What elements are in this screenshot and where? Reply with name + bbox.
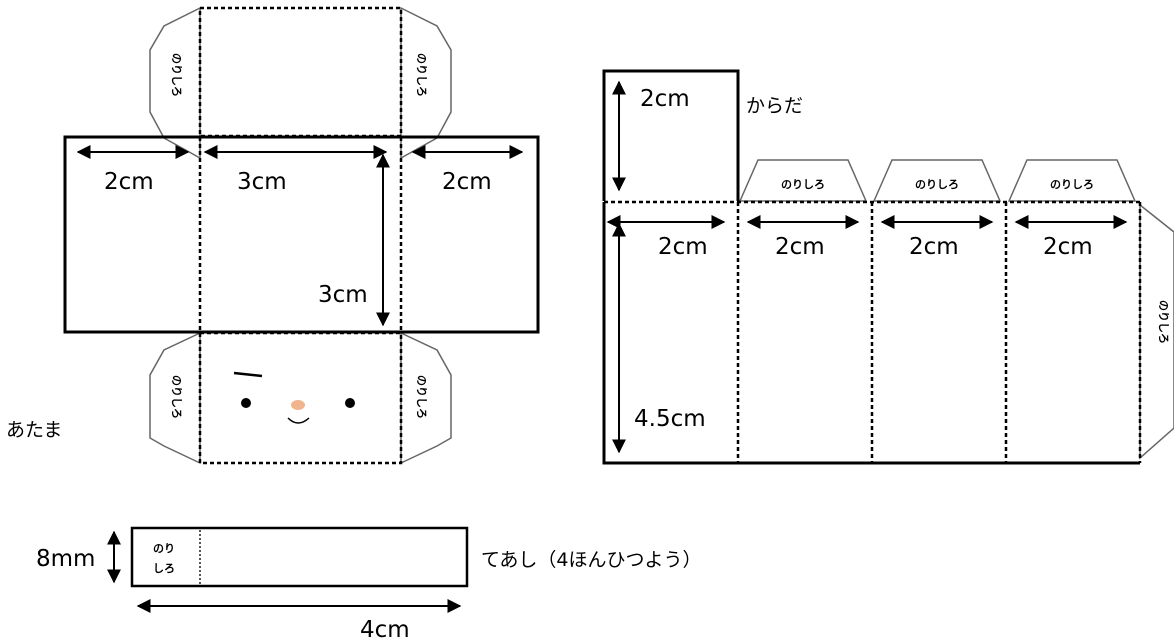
body-net: のりしろ のりしろ のりしろ のりしろ 2cm 2cm 2cm 2cm 2cm …	[602, 69, 1174, 465]
head-face-panel	[198, 331, 403, 465]
head-net: のりしろ のりしろ のりしろ のりしろ 2cm 3cm 2cm 3cm あたま	[6, 6, 540, 465]
body-main-outline	[602, 202, 1140, 465]
limb-label: てあし（4ほんひつよう）	[481, 549, 702, 571]
head-right-width-label: 2cm	[442, 169, 492, 195]
left-eye	[241, 398, 251, 408]
limb-glue-label-line1: のり	[153, 542, 175, 555]
head-glue-label-br: のりしろ	[415, 375, 428, 419]
head-main-band	[63, 135, 540, 334]
body-panel4-width-label: 2cm	[1043, 234, 1093, 260]
body-panel1-width-label: 2cm	[658, 234, 708, 260]
limb-height-label: 8mm	[36, 546, 95, 572]
head-glue-label-bl: のりしろ	[170, 375, 183, 419]
head-label: あたま	[6, 419, 62, 441]
body-glue-label-3: のりしろ	[1050, 178, 1094, 191]
body-glue-label-1: のりしろ	[781, 178, 825, 191]
limb-strip	[130, 526, 469, 588]
body-panel3-width-label: 2cm	[909, 234, 959, 260]
head-top-flap	[198, 6, 403, 138]
eyebrow	[233, 371, 263, 378]
body-glue-label-side: のりしろ	[1157, 300, 1170, 344]
head-glue-label-tr: のりしろ	[415, 53, 428, 97]
head-center-width-label: 3cm	[237, 169, 287, 195]
right-eye	[345, 398, 355, 408]
head-center-height-label: 3cm	[318, 282, 368, 308]
body-height-label: 4.5cm	[634, 406, 706, 432]
body-glue-label-2: のりしろ	[915, 178, 959, 191]
limb-net: のり しろ 8mm 4cm てあし（4ほんひつよう）	[36, 526, 702, 641]
nose	[291, 400, 305, 410]
mouth	[287, 417, 310, 424]
body-top-square	[602, 69, 740, 201]
limb-glue-label-line2: しろ	[153, 562, 175, 575]
head-left-width-label: 2cm	[104, 169, 154, 195]
limb-length-label: 4cm	[360, 617, 410, 641]
head-glue-label-tl: のりしろ	[170, 53, 183, 97]
body-tab-3	[1007, 159, 1137, 202]
body-top-height-label: 2cm	[640, 86, 690, 112]
face-drawing	[233, 371, 355, 424]
body-panel2-width-label: 2cm	[775, 234, 825, 260]
body-label: からだ	[746, 95, 803, 117]
